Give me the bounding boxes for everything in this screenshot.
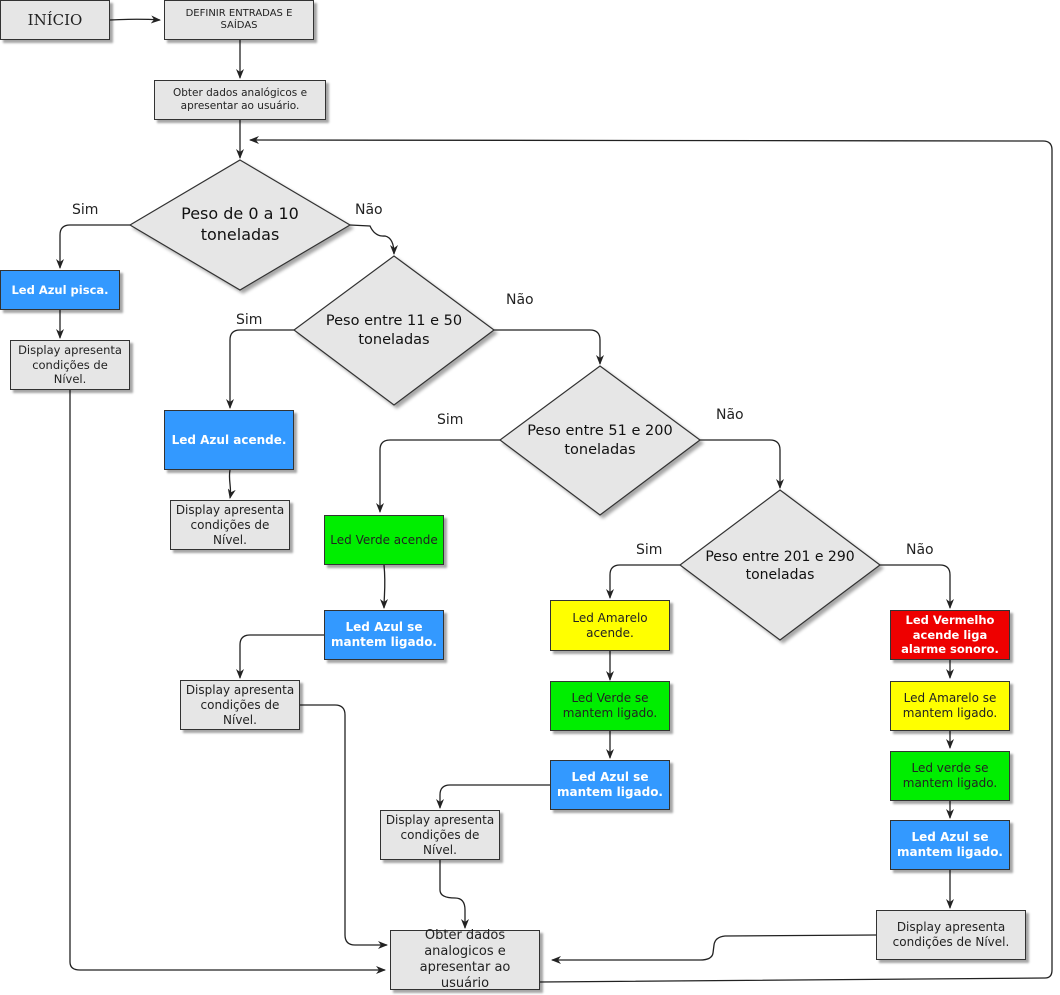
display-level-box-4: Display apresenta condições de Nível. [380,810,500,860]
decision-diamond-4 [679,489,881,641]
label-sim-3: Sim [437,412,464,428]
connector-d4-nao [880,564,954,609]
label-sim-4: Sim [636,542,663,558]
led-green-stay-on-box-5: Led verde se mantem ligado. [890,751,1010,801]
led-blue-blink-box: Led Azul pisca. [0,270,120,310]
decision-text-1: Peso de 0 a 10 toneladas [181,204,299,244]
connector-d1-sim [56,224,130,269]
connector-display1-obter [69,390,386,974]
display-level-box-2: Display apresenta condições de Nível. [170,500,290,550]
decision-diamond-2 [292,255,496,406]
get-analog-data-box-top: Obter dados analógicos e apresentar ao u… [154,80,326,120]
led-blue-stay-on-box-3: Led Azul se mantem ligado. [324,610,444,660]
decision-diamond-1 [128,159,352,291]
connector-azul3-display3 [236,634,324,679]
label-nao-3: Não [716,407,744,423]
label-sim-2: Sim [236,312,263,328]
connector-d4-sim [606,564,680,599]
label-nao-2: Não [506,292,534,308]
connector-display5-obter [551,934,877,964]
decision-text-2: Peso entre 11 e 50 toneladas [325,313,463,348]
connector-d2-sim [226,329,294,409]
connector-d2-nao [494,329,604,365]
connector-d3-sim [376,439,500,513]
led-yellow-on-box: Led Amarelo acende. [550,600,670,651]
led-green-on-box: Led Verde acende [324,515,444,565]
led-blue-on-box: Led Azul acende. [164,410,294,470]
label-nao-1: Não [355,202,383,218]
connector-display3-obter [300,704,388,949]
connector-inicio-definir [109,15,161,24]
display-level-box-1: Display apresenta condições de Nível. [10,340,130,390]
get-analog-data-box-bottom: Obter dados analogicos e apresentar ao u… [390,928,540,991]
label-sim-1: Sim [72,202,99,218]
decision-text-3: Peso entre 51 e 200 toneladas [527,423,673,458]
decision-diamond-3 [498,365,702,516]
define-io-box: DEFINIR ENTRADAS E SAÍDAS [164,0,314,40]
led-red-alarm-box: Led Vermelho acende liga alarme sonoro. [890,610,1010,660]
decision-text-4: Peso entre 201 e 290 toneladas [705,548,855,583]
connector-d3-nao [700,439,784,489]
led-yellow-stay-on-box-5: Led Amarelo se mantem ligado. [890,681,1010,731]
display-level-box-3: Display apresenta condições de Nível. [180,680,300,730]
connector-azulacende-display2 [227,469,236,499]
start-box: INÍCIO [0,0,110,40]
led-blue-stay-on-box-4: Led Azul se mantem ligado. [550,760,670,810]
connector-azul4-display4 [436,784,550,809]
led-blue-stay-on-box-5: Led Azul se mantem ligado. [890,820,1010,870]
connector-verde-azul3 [380,564,389,609]
display-level-box-5: Display apresenta condições de Nível. [876,910,1026,960]
led-green-stay-on-box-4: Led Verde se mantem ligado. [550,681,670,731]
connector-d1-nao [349,224,398,255]
connector-display4-obter [439,860,469,929]
label-nao-4: Não [906,542,934,558]
connector-loop-back [249,136,1053,983]
